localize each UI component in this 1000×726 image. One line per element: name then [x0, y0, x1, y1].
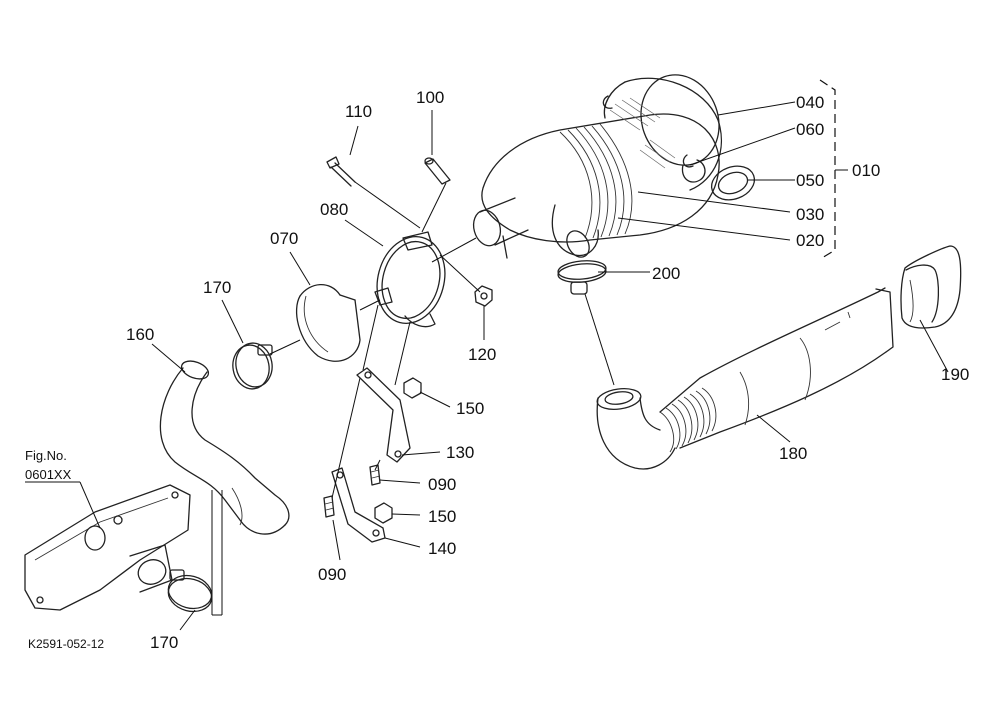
- part-170-clamp-a: [232, 342, 273, 390]
- label-060: 060: [796, 120, 824, 139]
- part-150-nut-a: [403, 377, 422, 399]
- drawing-code: K2591-052-12: [28, 637, 104, 651]
- part-160-pipe: [159, 360, 290, 535]
- part-140-bracket: [331, 467, 386, 543]
- label-030: 030: [796, 205, 824, 224]
- label-040: 040: [796, 93, 824, 112]
- part-070-sleeve: [296, 283, 361, 362]
- part-100-pin: [424, 157, 451, 185]
- part-090-bolt-a: [369, 464, 381, 486]
- part-130-bracket: [356, 367, 411, 463]
- label-070: 070: [270, 229, 298, 248]
- label-090-right: 090: [428, 475, 456, 494]
- label-170-bottom: 170: [150, 633, 178, 652]
- part-090-bolt-b: [323, 495, 335, 518]
- label-150-lower: 150: [428, 507, 456, 526]
- intake-manifold-reference: [24, 484, 191, 611]
- part-120-nut: [474, 285, 493, 307]
- label-110: 110: [345, 102, 372, 121]
- air-cleaner-assembly: [472, 74, 722, 259]
- fig-ref-line2: 0601XX: [25, 467, 72, 482]
- part-080-band: [374, 231, 446, 328]
- part-170-clamp-b: [167, 569, 213, 613]
- label-050: 050: [796, 171, 824, 190]
- label-180: 180: [779, 444, 807, 463]
- label-140: 140: [428, 539, 456, 558]
- label-090-bottom: 090: [318, 565, 346, 584]
- part-200-clamp: [557, 260, 607, 295]
- part-190-duct: [900, 245, 962, 329]
- fig-ref-line1: Fig.No.: [25, 448, 67, 463]
- label-010: 010: [852, 161, 880, 180]
- label-020: 020: [796, 231, 824, 250]
- part-150-nut-b: [374, 502, 393, 524]
- label-160: 160: [126, 325, 154, 344]
- label-120: 120: [468, 345, 496, 364]
- part-labels: 110 100 080 070 170 160 120 150 130 090 …: [25, 88, 969, 652]
- part-110-bolt: [326, 156, 356, 187]
- label-080: 080: [320, 200, 348, 219]
- label-100: 100: [416, 88, 444, 107]
- label-190: 190: [941, 365, 969, 384]
- label-150-upper: 150: [456, 399, 484, 418]
- part-180-hose: [596, 287, 894, 470]
- leader-lines: [25, 79, 949, 631]
- label-130: 130: [446, 443, 474, 462]
- label-170-top: 170: [203, 278, 231, 297]
- label-200: 200: [652, 264, 680, 283]
- part-050-ring: [710, 165, 756, 201]
